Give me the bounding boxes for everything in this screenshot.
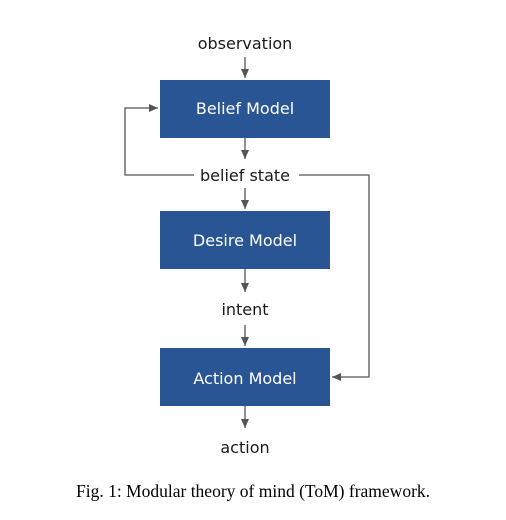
observation-label: observation bbox=[198, 34, 293, 53]
intent-label: intent bbox=[221, 300, 268, 319]
belief-model-box bbox=[160, 80, 330, 138]
belief-model-label: Belief Model bbox=[196, 99, 294, 118]
action-label: action bbox=[220, 438, 269, 457]
figure-caption: Fig. 1: Modular theory of mind (ToM) fra… bbox=[75, 481, 431, 501]
desire-model-box bbox=[160, 211, 330, 269]
action-model-label: Action Model bbox=[193, 369, 296, 388]
belief-state-label: belief state bbox=[200, 166, 290, 185]
tom-framework-diagram: observation Belief Model belief state De… bbox=[124, 34, 370, 457]
arrow-belief-state-feedback bbox=[124, 104, 194, 176]
desire-model-label: Desire Model bbox=[193, 231, 297, 250]
arrow-belief-state-to-action bbox=[299, 174, 370, 381]
action-model-box bbox=[160, 348, 330, 406]
